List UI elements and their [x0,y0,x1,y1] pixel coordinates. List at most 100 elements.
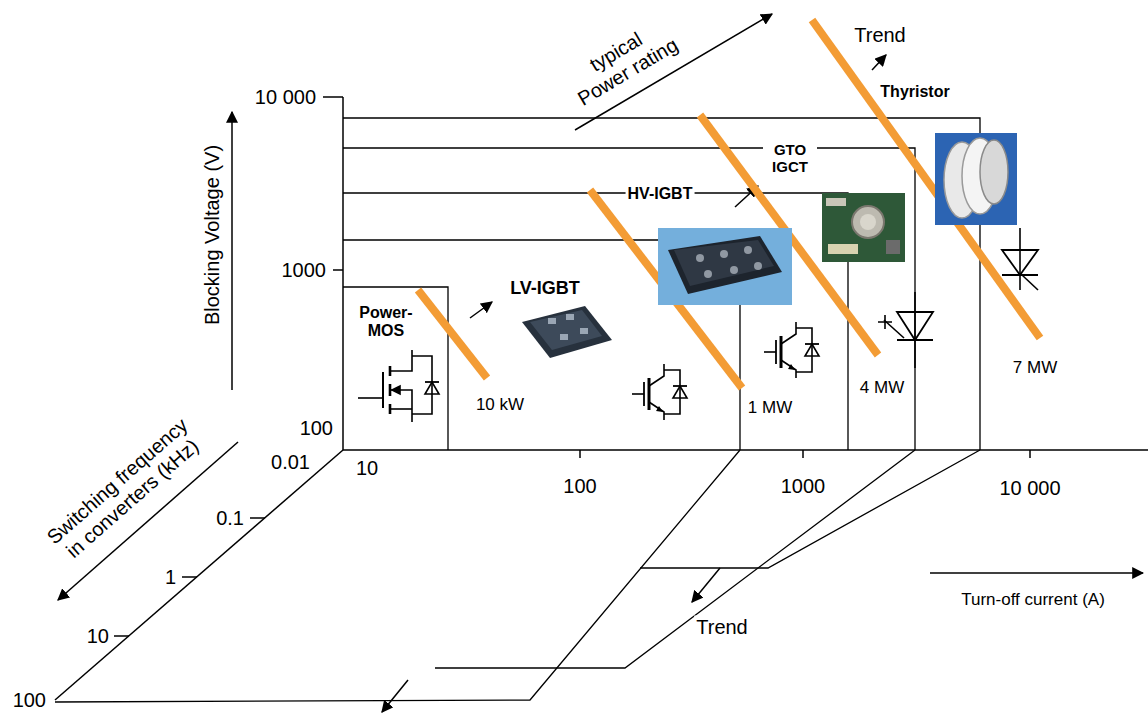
current-axis [343,449,1148,451]
source-lead [390,408,412,410]
module-bolt [720,250,728,258]
power-rating-label: 10 kW [474,395,526,415]
body-arrow [392,386,400,394]
trend-arrow [470,302,492,318]
power-rating-line [812,20,1040,338]
igct-disk [852,206,884,238]
frequency-outline [640,450,980,568]
module-terminal [566,314,574,320]
thyristor-bar [1002,274,1038,276]
module-bolt [730,266,738,274]
gate-lead [1022,275,1038,290]
axis-tick [333,269,343,271]
axis-tick-label: 1000 [779,475,828,498]
module-body [668,236,782,294]
axis-title: Blocking Voltage (V) [201,143,224,327]
axis-arrow [231,112,233,390]
pcb-board [822,193,905,262]
axis-tick [182,576,197,578]
lv-igbt-photo [522,306,612,358]
gto-region [343,148,915,450]
gto-symbol [878,292,933,368]
hv-igbt-photo [658,228,792,305]
module-body [522,306,612,358]
thyristor-bar [897,339,933,341]
igbt-symbol [632,364,687,420]
axis-tick-label: 10 [354,457,380,480]
device-name: HV-IGBT [626,185,695,203]
device-name: Thyristor [878,83,951,101]
thyristor-lead [1019,228,1021,290]
axis-arrow [930,572,1143,574]
thyristor-symbol [1002,228,1038,290]
drain-lead [390,350,412,371]
module-terminal [560,334,568,340]
igct-disk [860,214,876,230]
axis-title: typical Power rating [559,12,685,112]
module-terminal [548,318,556,324]
thyristor-triangle [1002,250,1038,275]
axis-tick-label: 0.01 [269,451,312,474]
axis-tick-label: 10 [85,625,111,648]
trend-label: Trend [852,24,908,47]
igct-photo [822,193,905,262]
pcb-component [828,244,858,254]
module-top [674,240,774,286]
diode-triangle [425,382,439,394]
axis-tick [802,450,804,458]
pcb-component [826,198,846,206]
device-name: LV-IGBT [508,278,582,299]
power-rating-label: 1 MW [746,398,794,418]
photo-ground [935,133,1017,225]
axis-tick-label: 100 [11,689,48,712]
axis-tick-label: 10 000 [253,86,318,109]
thyristor-photo [935,133,1017,225]
axis-tick-label: 1 [163,566,178,589]
hv-igbt-region [343,193,848,450]
trend-label: Trend [694,616,750,639]
axis-tick-label: 100 [561,475,598,498]
device-name: Power-MOS [355,304,417,341]
axis-tick-label: 0.1 [214,507,246,530]
pcb-component [886,240,900,254]
igbt-symbol [764,322,819,378]
axis-tick [323,96,343,98]
gate-plate [382,372,384,408]
gate-lead [358,397,383,399]
source-lead [390,390,412,422]
trend-arrow [692,568,720,602]
axis-tick-label: 100 [298,417,335,440]
mosfet-symbol [358,350,439,422]
photo-ground [658,228,792,305]
module-bolt [704,270,712,278]
module-bolt [696,254,704,262]
trend-arrow [382,680,408,712]
axis-tick-label: 10 000 [997,477,1062,500]
axis-tick [114,635,129,637]
axis-tick-label: 1000 [280,259,329,282]
power-rating-line [418,290,487,378]
axis-tick [250,517,265,519]
axis-tick [1029,450,1031,458]
power-rating-label: 7 MW [1011,358,1059,378]
module-terminal [580,328,588,334]
axis-title: Turn-off current (A) [959,590,1107,610]
axis-tick [579,450,581,458]
device-name: GTO IGCT [763,141,817,176]
gate-mark [878,315,892,329]
diode-lead [412,356,432,414]
frequency-outline [435,450,915,668]
trend-arrow [872,55,886,70]
axis-title: Switching frequency in converters (kHz) [37,409,213,572]
diode-bar [425,381,439,383]
thyristor-region [343,118,980,450]
voltage-axis [342,97,344,450]
thyristor-disk [980,140,1008,204]
power-rating-label: 4 MW [858,378,906,398]
module-bolt [744,246,752,254]
module-bolt [754,262,762,270]
thyristor-lead [914,292,916,368]
